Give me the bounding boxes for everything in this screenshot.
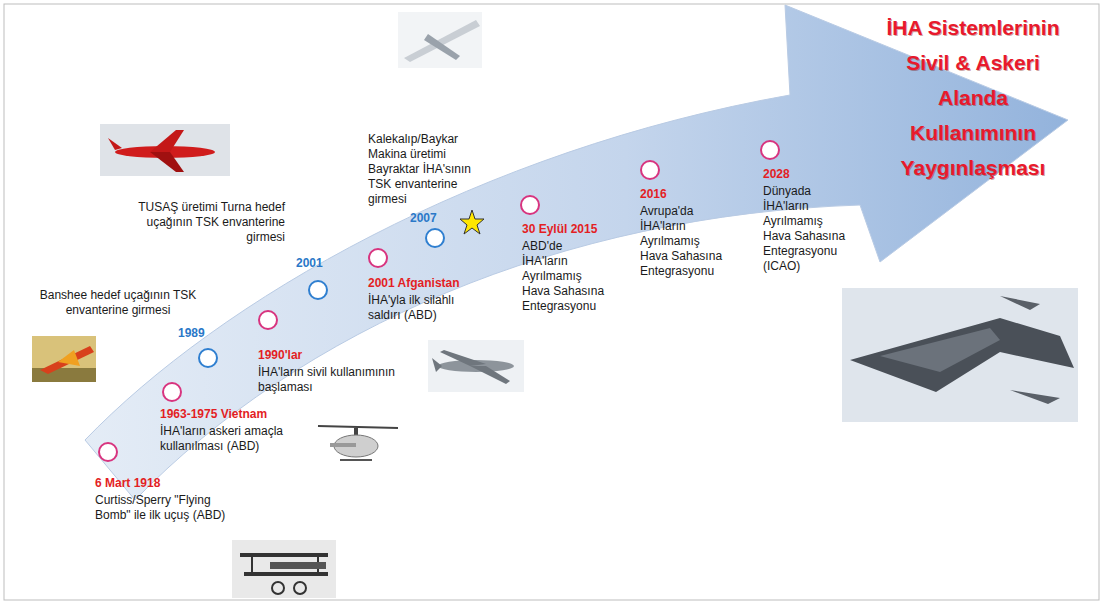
event-marker — [760, 140, 780, 160]
timeline-event: Kalekalıp/Baykar Makina üretimi Bayrakta… — [368, 132, 493, 226]
event-date: 1990'lar — [258, 348, 458, 363]
bayraktar-picture — [398, 12, 482, 68]
timeline-title: İHA Sistemlerinin Sivil & Askeri Alanda … — [876, 10, 1070, 185]
ucav-picture — [842, 288, 1078, 422]
predator-picture — [428, 340, 524, 392]
timeline-event: 1990'larİHA'ların sivil kullanımının baş… — [258, 348, 458, 395]
timeline-event: 30 Eylül 2015ABD'de İHA'ların Ayrılmamış… — [522, 222, 632, 314]
event-date: 2028 — [763, 167, 873, 182]
timeline-arrow — [85, 5, 1068, 500]
event-description: Dünyada İHA'ların Ayrılmamış Hava Sahası… — [763, 184, 851, 274]
event-marker — [198, 348, 218, 368]
event-date: 1963-1975 Vietnam — [160, 407, 360, 422]
event-marker — [308, 280, 328, 300]
event-date: 2007 — [410, 211, 450, 226]
event-date: 2001 — [296, 256, 336, 271]
event-description: İHA'ların askeri amaçla kullanılması (AB… — [160, 424, 300, 454]
event-date: 6 Mart 1918 — [95, 476, 295, 491]
event-marker — [258, 310, 278, 330]
banshee-picture — [32, 336, 96, 382]
timeline-event: 2028Dünyada İHA'ların Ayrılmamış Hava Sa… — [763, 167, 873, 274]
event-description: Curtiss/Sperry "Flying Bomb" ile ilk uçu… — [95, 493, 235, 523]
frame — [4, 4, 1099, 600]
event-description: Banshee hedef uçağının TSK envanterine g… — [28, 288, 208, 318]
event-marker — [368, 248, 388, 268]
timeline-event: 2001 AfganistanİHA'yla ilk silahlı saldı… — [368, 276, 518, 323]
event-description: ABD'de İHA'ların Ayrılmamış Hava Sahasın… — [522, 239, 610, 314]
event-description: Avrupa'da İHA'ların Ayrılmamış Hava Saha… — [640, 204, 728, 279]
event-marker — [425, 228, 445, 248]
star-marker — [460, 210, 484, 234]
timeline-event: 6 Mart 1918Curtiss/Sperry "Flying Bomb" … — [95, 476, 295, 523]
event-date: 30 Eylül 2015 — [522, 222, 632, 237]
event-date: 1989 — [178, 326, 218, 341]
event-marker — [162, 382, 182, 402]
event-description: İHA'yla ilk silahlı saldırı (ABD) — [368, 293, 488, 323]
timeline-event: 1963-1975 VietnamİHA'ların askeri amaçla… — [160, 407, 360, 454]
turna-picture — [100, 124, 230, 176]
helicopter-picture — [318, 426, 398, 460]
timeline-event: Banshee hedef uçağının TSK envanterine g… — [28, 288, 218, 341]
event-description: Kalekalıp/Baykar Makina üretimi Bayrakta… — [368, 132, 493, 207]
biplane-picture — [232, 540, 336, 598]
event-description: İHA'ların sivil kullanımının başlaması — [258, 365, 398, 395]
event-date: 2016 — [640, 187, 750, 202]
timeline-event: 2016Avrupa'da İHA'ların Ayrılmamış Hava … — [640, 187, 750, 279]
event-marker — [98, 442, 118, 462]
event-marker — [520, 195, 540, 215]
event-marker — [640, 160, 660, 180]
event-date: 2001 Afganistan — [368, 276, 518, 291]
timeline-event: TUSAŞ üretimi Turna hedef uçağının TSK e… — [95, 200, 336, 271]
event-description: TUSAŞ üretimi Turna hedef uçağının TSK e… — [120, 200, 285, 245]
